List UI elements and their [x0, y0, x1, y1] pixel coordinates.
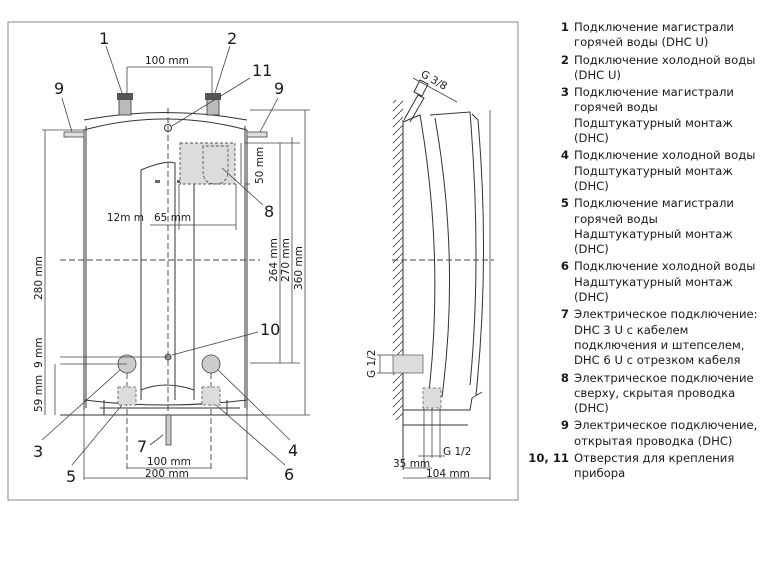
device-body-top — [83, 118, 248, 131]
side-view: G 3/8 G 1/2 G 1/2 35 mm 104 mm — [366, 68, 494, 480]
dim-270: 270 mm — [280, 238, 292, 282]
callout-11: 11 — [252, 61, 272, 80]
frame-border — [7, 21, 519, 501]
legend-item: 7 Электрическое подключение: DHC 3 U с ка… — [527, 307, 762, 368]
legend-item: 3 Подключение магистрали горячей воды Под… — [527, 85, 762, 146]
stud-9-right — [246, 131, 268, 138]
legend-text: Подключение холодной воды Подштукатурный… — [574, 148, 756, 193]
device-bottom — [60, 399, 270, 416]
callout-2: 2 — [227, 29, 237, 48]
callout-3: 3 — [33, 442, 43, 461]
side-device-outline — [402, 111, 485, 401]
stud-9-left — [63, 131, 85, 138]
callout-7: 7 — [137, 437, 147, 456]
legend-text: Подключение магистрали горячей воды Надш… — [574, 196, 734, 257]
legend-text: Подключение холодной воды (DHC U) — [574, 52, 756, 82]
dim-9: 9 mm — [33, 338, 45, 368]
dim-top-100: 100 mm — [145, 55, 189, 67]
front-view: 1 2 3 4 5 6 7 8 9 9 10 11 100 mm 100 mm … — [33, 29, 310, 486]
legend-item: 8 Электрическое подключение сверху, скрыт… — [527, 371, 762, 417]
legend-item: 10, 11 Отверстия для крепления прибора — [527, 451, 762, 482]
connector-4 — [201, 354, 221, 374]
legend-item: 1 Подключение магистрали горячей воды (DH… — [527, 20, 762, 51]
dim-bottom-100: 100 mm — [147, 456, 191, 468]
electrical-area-8 — [179, 142, 236, 185]
legend-item: 4 Подключение холодной воды Подштукатурны… — [527, 148, 762, 194]
legend-number: 4 — [560, 148, 569, 163]
legend-text: Подключение магистрали горячей воды (DHC… — [574, 20, 734, 50]
legend-number: 2 — [560, 52, 569, 67]
dim-280: 280 mm — [33, 256, 45, 300]
device-top-cap — [83, 112, 248, 121]
connector-6 — [201, 386, 221, 406]
callout-10: 10 — [260, 320, 280, 339]
mounting-hole-11 — [164, 124, 172, 132]
connector-2 — [205, 93, 221, 116]
dim-200: 200 mm — [145, 468, 189, 480]
thread-g12-side: G 1/2 — [366, 350, 378, 378]
dim-65: 65 mm — [154, 212, 191, 224]
connector-1 — [117, 93, 133, 116]
legend-number: 9 — [560, 418, 569, 433]
device-body-inner — [85, 126, 246, 408]
legend-number: 8 — [560, 370, 569, 385]
legend-number: 10, 11 — [528, 451, 569, 466]
legend-text: Подключение магистрали горячей воды Подш… — [574, 85, 734, 146]
dim-59: 59 mm — [33, 375, 45, 412]
legend-item: 2 Подключение холодной воды (DHC U) — [527, 53, 762, 84]
side-connector-top — [403, 77, 458, 123]
dim-360: 360 mm — [293, 246, 305, 290]
legend-text: Подключение холодной воды Надштукатурный… — [574, 259, 756, 305]
thread-g12-bottom: G 1/2 — [443, 446, 471, 458]
legend-number: 1 — [560, 20, 569, 34]
legend-text: Электрическое подключение: DHC 3 U с каб… — [574, 307, 758, 368]
callout-5: 5 — [66, 467, 76, 486]
callout-9-right: 9 — [274, 79, 284, 98]
device-body-sides — [83, 130, 248, 410]
legend-item: 5 Подключение магистрали горячей воды Над… — [527, 196, 762, 257]
dim-50: 50 mm — [254, 147, 266, 184]
dim-12: 12m m — [107, 212, 144, 224]
callout-1: 1 — [99, 29, 109, 48]
callout-6: 6 — [284, 465, 294, 484]
legend-text: Электрическое подключение сверху, скрыта… — [574, 370, 754, 416]
side-connector-g12 — [392, 354, 424, 374]
callout-9-left: 9 — [54, 79, 64, 98]
cable-7 — [165, 414, 172, 446]
indicator-right — [177, 180, 182, 183]
side-connector-bottom — [422, 387, 442, 409]
dim-35: 35 mm — [393, 458, 430, 470]
callout-8: 8 — [264, 202, 274, 221]
dim-104: 104 mm — [426, 468, 470, 480]
dim-264: 264 mm — [268, 238, 280, 282]
callout-4: 4 — [288, 441, 298, 460]
installation-drawing: 1 2 3 4 5 6 7 8 9 9 10 11 100 mm 100 mm … — [7, 21, 519, 501]
legend-number: 6 — [560, 259, 569, 274]
connector-5 — [117, 386, 137, 406]
legend-text: Электрическое подключение, открытая пров… — [574, 418, 758, 448]
legend-text: Отверстия для крепления прибора — [574, 451, 735, 481]
legend-item: 9 Электрическое подключение, открытая про… — [527, 418, 762, 449]
inner-panel — [140, 161, 176, 400]
indicator-left — [155, 180, 160, 183]
legend-number: 5 — [560, 196, 569, 211]
legend-number: 3 — [560, 85, 569, 100]
legend-item: 6 Подключение холодной воды Надштукатурны… — [527, 259, 762, 305]
legend-list: 1 Подключение магистрали горячей воды (DH… — [527, 20, 762, 484]
legend-number: 7 — [560, 307, 569, 322]
